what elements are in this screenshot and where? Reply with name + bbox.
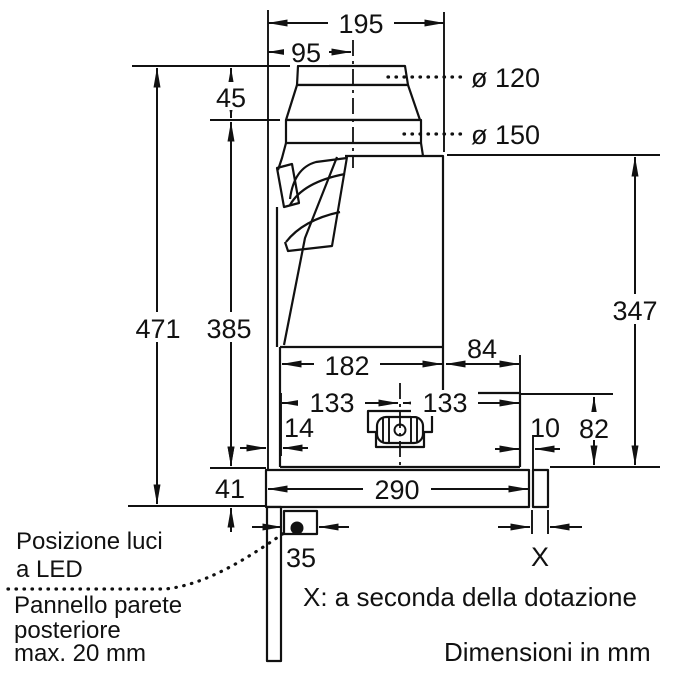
dim-14: 14 [240, 413, 314, 452]
rear-wall-panel [265, 505, 283, 663]
led-dot [290, 521, 304, 535]
dim-133-left: 133 [281, 388, 399, 418]
flap-bracket [275, 162, 301, 209]
dim-x-label: X [531, 542, 549, 572]
dim-82-label: 82 [579, 414, 609, 444]
dim-182-mask [314, 351, 380, 378]
dim-133-right: 133 [402, 388, 520, 418]
dim-471: 471 [129, 67, 188, 505]
dim-10-label: 10 [530, 413, 560, 443]
duct-right-jog [419, 142, 425, 157]
dim-35: 35 [252, 523, 349, 573]
dim-133-right-label: 133 [422, 388, 467, 418]
x-end-piece [531, 468, 550, 509]
dim-10: 10 [495, 413, 560, 453]
dim-82-mask [576, 412, 612, 440]
annotations: ø 120 ø 150 Posizione luci a LED Pannell… [14, 63, 651, 667]
dim-471-label: 471 [135, 314, 180, 344]
body-top-right-edge [345, 154, 445, 347]
dim-84-label: 84 [467, 334, 497, 364]
dim-133-left-label: 133 [309, 388, 354, 418]
dim-45-mask [209, 82, 253, 110]
dim-14-label: 14 [284, 413, 314, 443]
panel-note-line3: max. 20 mm [14, 640, 146, 667]
dim-347: 347 [606, 156, 664, 466]
leader-lines [6, 75, 464, 591]
dim-41: 41 [215, 442, 245, 532]
dim-385-mask [201, 312, 259, 342]
dim-290-label: 290 [374, 475, 419, 505]
dim-95-label: 95 [291, 38, 321, 68]
dim-133-right-mask [411, 390, 478, 416]
dim-41-label: 41 [215, 474, 245, 504]
dim-182-label: 182 [324, 351, 369, 381]
dim-290-mask [363, 475, 431, 502]
units-note: Dimensioni in mm [444, 637, 651, 667]
dim-95-mask [284, 39, 329, 65]
dim-133-left-mask [298, 390, 365, 416]
duct-left-jog [276, 142, 288, 171]
dimensions: 195 95 45 471 385 347 [129, 9, 664, 573]
flap-curve-top [288, 156, 348, 200]
dim-35-label: 35 [286, 543, 316, 573]
dim-195-label: 195 [338, 9, 383, 39]
dim-45: 45 [209, 67, 253, 119]
dim-385-label: 385 [206, 314, 251, 344]
led-note-line1: Posizione luci [16, 528, 163, 555]
body-front-slant [282, 156, 339, 346]
dim-347-mask [606, 294, 664, 324]
flap-front-edge [283, 156, 349, 253]
dim-95: 95 [267, 38, 352, 68]
dim-84: 84 [445, 334, 520, 368]
blower-housing [366, 409, 434, 449]
dim-195-mask [328, 9, 394, 37]
leader-led [6, 531, 286, 591]
centerlines [352, 40, 401, 466]
dim-45-label: 45 [216, 83, 246, 113]
duct-120-label: ø 120 [471, 63, 540, 93]
led-note-line2: a LED [16, 556, 83, 583]
x-note: X: a seconda della dotazione [303, 582, 637, 612]
panel-note-line1: Pannello parete [14, 592, 182, 619]
panel-note-line2: posteriore [14, 617, 121, 644]
dim-347-label: 347 [612, 296, 657, 326]
dim-195: 195 [267, 9, 445, 39]
dim-82: 82 [576, 396, 612, 466]
dim-x: X [498, 523, 582, 572]
dim-290: 290 [267, 475, 529, 505]
dim-182: 182 [281, 351, 443, 381]
flap-curve-mid [289, 172, 346, 206]
dim-471-mask [129, 312, 188, 342]
dim-385: 385 [201, 121, 259, 467]
duct-150-label: ø 150 [471, 120, 540, 150]
flap-curve-low [285, 210, 341, 243]
body-step-edge [441, 347, 522, 467]
